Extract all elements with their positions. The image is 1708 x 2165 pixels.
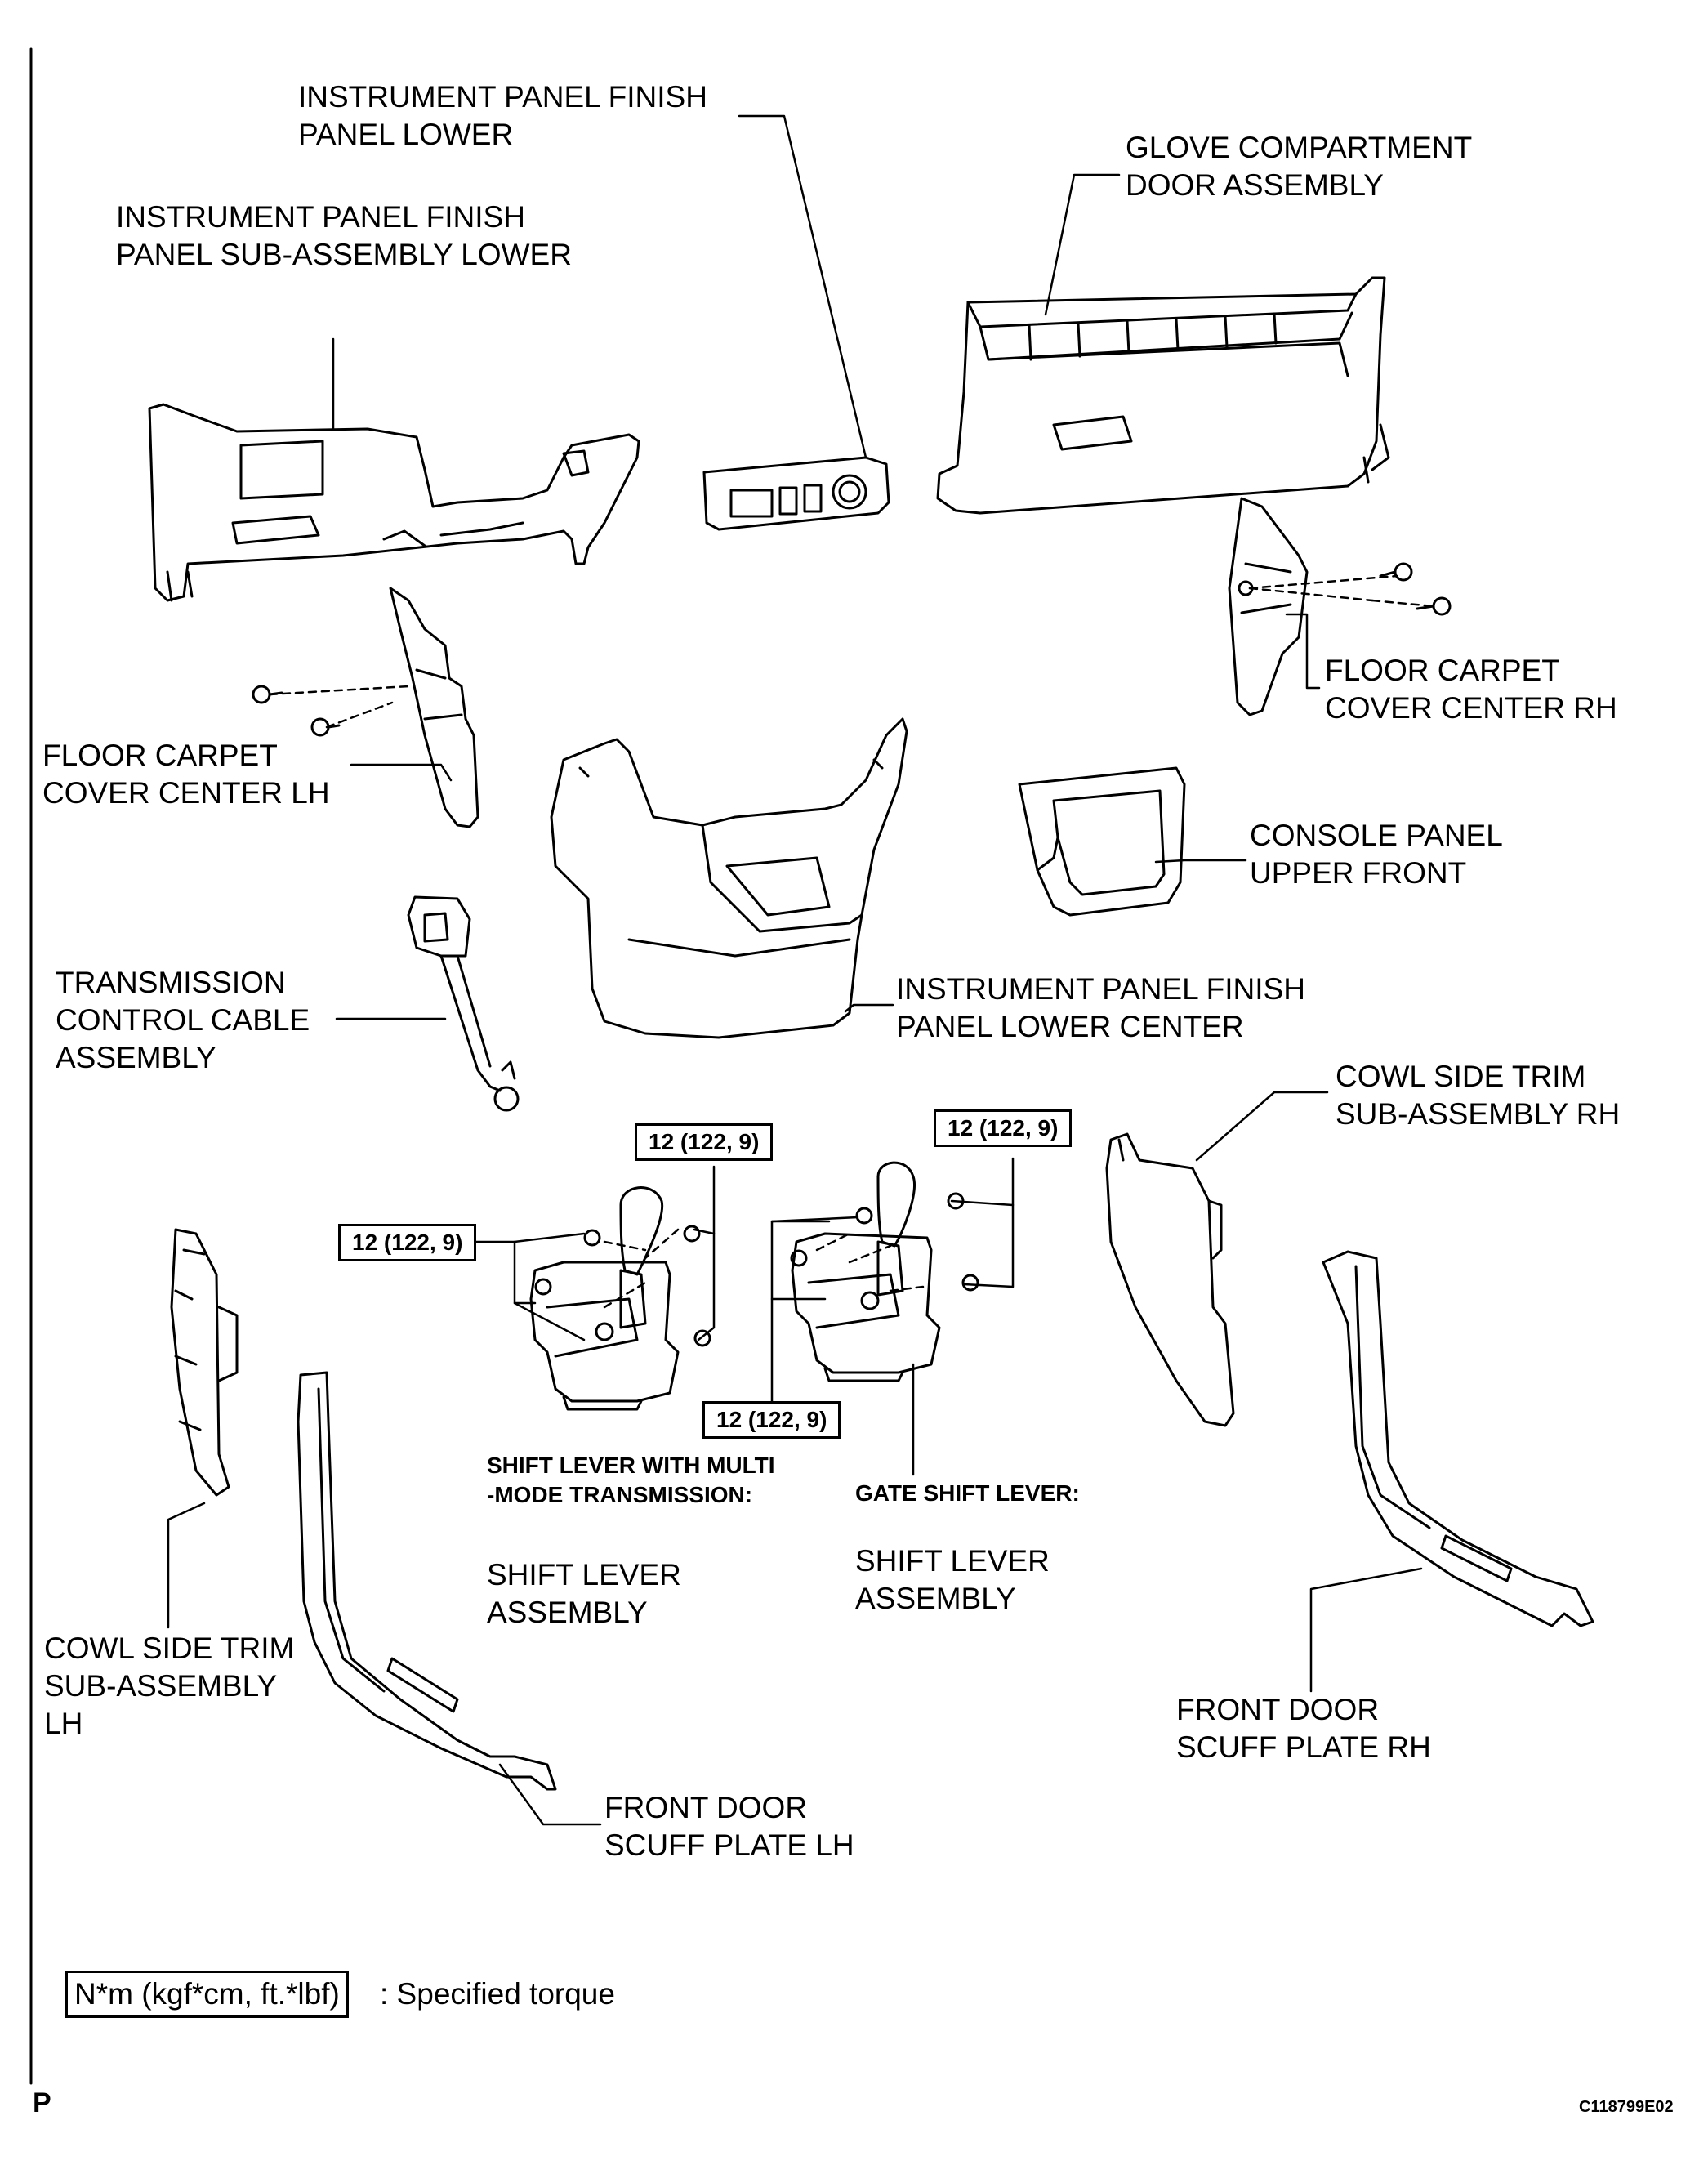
label-shift-lever-assembly-gate: SHIFT LEVER ASSEMBLY bbox=[855, 1544, 1050, 1615]
corner-mark: P bbox=[33, 2087, 51, 2118]
cowl-side-trim-lh-part bbox=[170, 1228, 239, 1497]
label-ip-finish-panel-sub-assembly-lower: INSTRUMENT PANEL FINISH PANEL SUB-ASSEMB… bbox=[116, 200, 572, 271]
torque-box-multi-mode-left: 12 (122, 9) bbox=[338, 1224, 477, 1261]
label-shift-lever-assembly-multi-mode: SHIFT LEVER ASSEMBLY bbox=[487, 1558, 681, 1629]
label-gate-shift-lever-caption: GATE SHIFT LEVER: bbox=[855, 1480, 1080, 1506]
figure-code: C118799E02 bbox=[1579, 2098, 1674, 2116]
label-transmission-control-cable: TRANSMISSION CONTROL CABLE ASSEMBLY bbox=[56, 966, 310, 1074]
label-console-panel-upper-front: CONSOLE PANEL UPPER FRONT bbox=[1250, 819, 1503, 890]
label-front-door-scuff-plate-lh: FRONT DOOR SCUFF PLATE LH bbox=[604, 1791, 854, 1862]
dashed-fastener-lines bbox=[268, 574, 1435, 1309]
ip-finish-panel-lower-part bbox=[702, 456, 890, 531]
ip-finish-panel-lower-center-part bbox=[550, 717, 908, 1039]
front-door-scuff-plate-rh-part bbox=[1322, 1250, 1594, 1627]
label-ip-finish-panel-lower: INSTRUMENT PANEL FINISH PANEL LOWER bbox=[298, 80, 707, 151]
torque-box-gate-bottom: 12 (122, 9) bbox=[702, 1401, 841, 1439]
cowl-side-trim-rh-part bbox=[1105, 1132, 1235, 1427]
floor-carpet-cover-lh-part bbox=[252, 587, 479, 828]
glove-compartment-door-part bbox=[936, 276, 1390, 515]
shift-lever-multi-mode-part bbox=[529, 1186, 711, 1411]
label-front-door-scuff-plate-rh: FRONT DOOR SCUFF PLATE RH bbox=[1176, 1693, 1431, 1764]
ip-finish-panel-sub-assembly-lower-part bbox=[148, 403, 640, 602]
floor-carpet-cover-rh-part bbox=[1228, 497, 1452, 716]
torque-box-multi-mode-top: 12 (122, 9) bbox=[635, 1123, 774, 1161]
label-cowl-side-trim-lh: COWL SIDE TRIM SUB-ASSEMBLY LH bbox=[44, 1632, 295, 1740]
label-cowl-side-trim-rh: COWL SIDE TRIM SUB-ASSEMBLY RH bbox=[1336, 1060, 1621, 1131]
torque-legend-box: N*m (kgf*cm, ft.*lbf) bbox=[65, 1971, 349, 2018]
front-door-scuff-plate-lh-part bbox=[297, 1371, 557, 1791]
torque-legend-text: : Specified torque bbox=[380, 1977, 615, 2011]
label-floor-carpet-cover-lh: FLOOR CARPET COVER CENTER LH bbox=[42, 739, 330, 810]
label-shift-lever-multi-mode-caption: SHIFT LEVER WITH MULTI -MODE TRANSMISSIO… bbox=[487, 1453, 775, 1507]
leader-lines bbox=[167, 114, 1423, 1826]
gate-shift-lever-part bbox=[790, 1161, 979, 1382]
console-panel-upper-front-part bbox=[1018, 766, 1186, 917]
label-ip-finish-panel-lower-center: INSTRUMENT PANEL FINISH PANEL LOWER CENT… bbox=[896, 972, 1305, 1043]
label-floor-carpet-cover-rh: FLOOR CARPET COVER CENTER RH bbox=[1325, 654, 1617, 725]
torque-box-gate-top: 12 (122, 9) bbox=[934, 1109, 1073, 1147]
label-glove-compartment-door: GLOVE COMPARTMENT DOOR ASSEMBLY bbox=[1126, 131, 1473, 202]
transmission-control-cable-part bbox=[407, 895, 520, 1112]
